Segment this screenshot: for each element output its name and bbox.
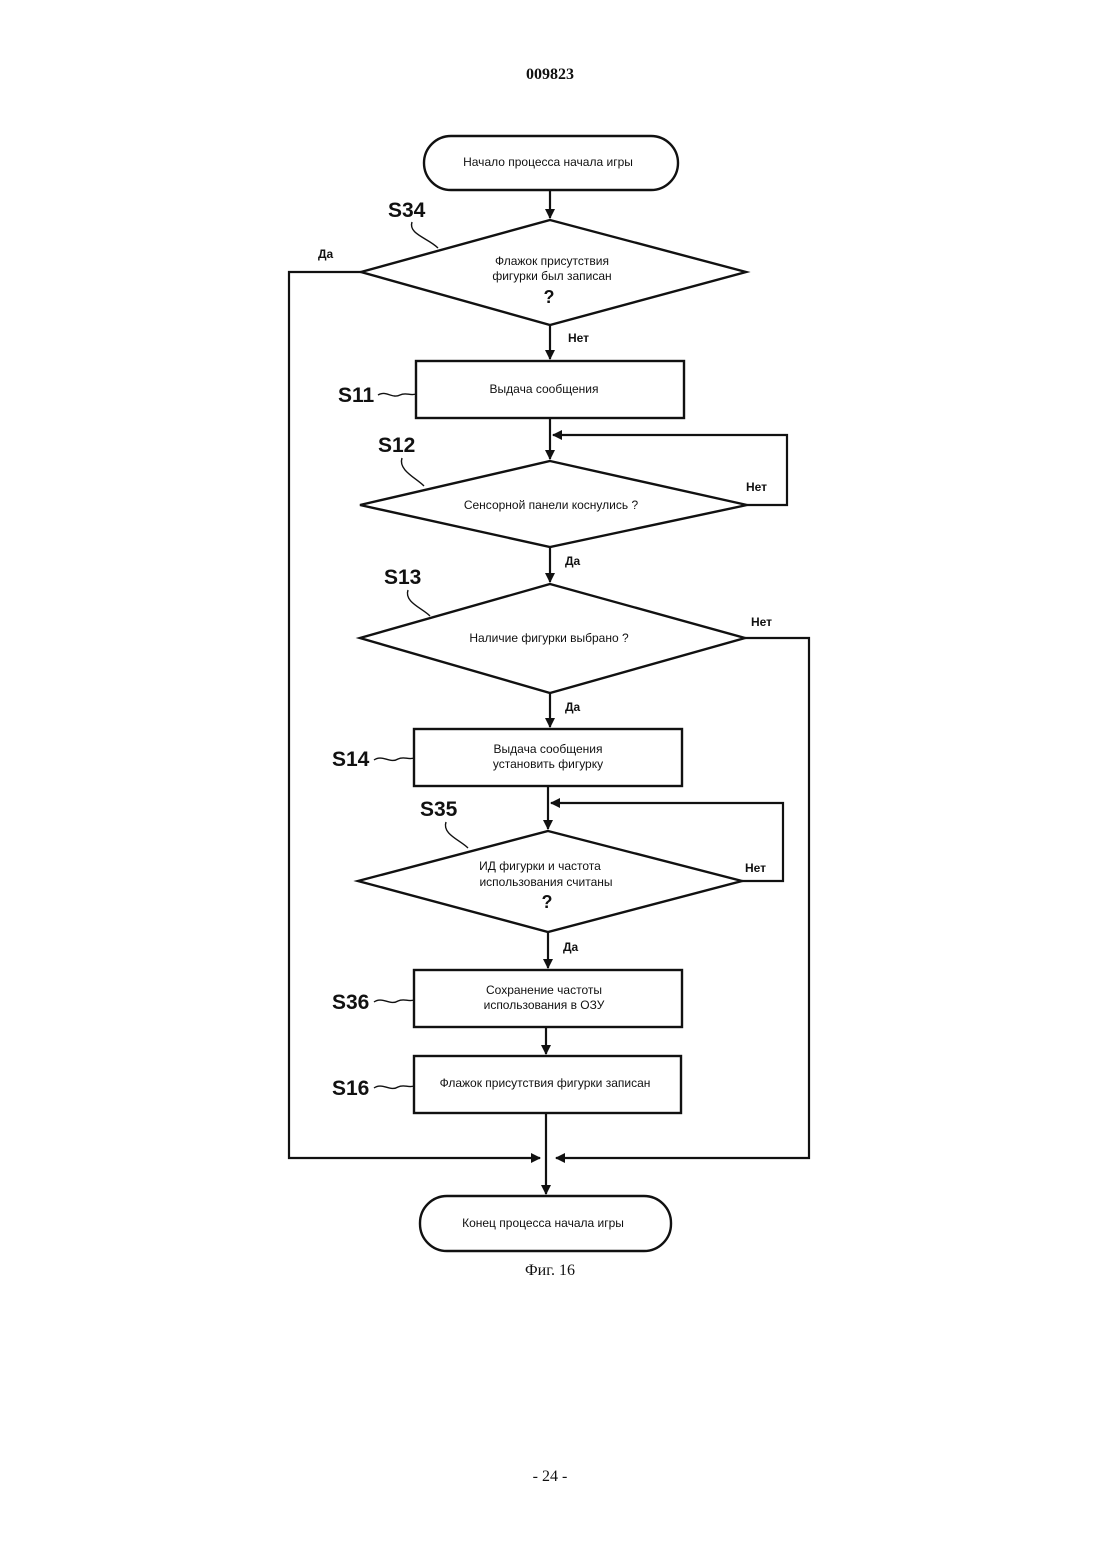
process-s14-line2: установить фигурку [493,757,603,771]
process-s36-line2: использования в ОЗУ [484,998,605,1012]
process-s36-line1: Сохранение частоты [486,983,602,997]
step-label-s36: S36 [332,991,369,1014]
figure-caption: Фиг. 16 [0,1262,1100,1280]
process-s11-text: Выдача сообщения [490,382,599,396]
step-label-s13: S13 [384,566,421,589]
branch-label-s13-no: Нет [751,615,772,629]
decision-s34-line2: фигурки был записан [492,269,611,283]
decision-s34-line1: Флажок присутствия [495,254,609,268]
step-leader-s16 [374,1086,414,1089]
decision-s34-question-mark: ? [544,287,555,307]
decision-s35-line2: использования считаны [479,875,612,889]
branch-label-s12-no: Нет [746,480,767,494]
branch-label-s12-yes: Да [565,554,581,568]
step-label-s12: S12 [378,434,415,457]
step-label-s16: S16 [332,1077,369,1100]
step-leader-s12 [401,458,424,486]
branch-label-s35-yes: Да [563,940,579,954]
branch-label-s34-no: Нет [568,331,589,345]
step-label-s34: S34 [388,199,426,222]
step-label-s35: S35 [420,798,458,821]
decision-s35-line1: ИД фигурки и частота [479,859,601,873]
step-leader-s14 [374,758,414,761]
process-s16-text: Флажок присутствия фигурки записан [440,1076,651,1090]
branch-label-s34-yes: Да [318,247,334,261]
step-label-s14: S14 [332,748,370,771]
step-leader-s11 [378,393,416,396]
page-number: - 24 - [0,1468,1100,1486]
decision-s12-text: Сенсорной панели коснулись ? [464,498,639,512]
process-s14-line1: Выдача сообщения [494,742,603,756]
step-leader-s35 [445,822,468,848]
decision-s35-question-mark: ? [542,892,553,912]
branch-label-s13-yes: Да [565,700,581,714]
end-label: Конец процесса начала игры [462,1216,624,1230]
step-leader-s13 [407,590,430,616]
step-label-s11: S11 [338,384,375,407]
decision-s13-text: Наличие фигурки выбрано ? [469,631,629,645]
start-label: Начало процесса начала игры [463,155,633,169]
step-leader-s36 [374,1000,414,1003]
branch-label-s35-no: Нет [745,861,766,875]
step-leader-s34 [411,222,438,248]
